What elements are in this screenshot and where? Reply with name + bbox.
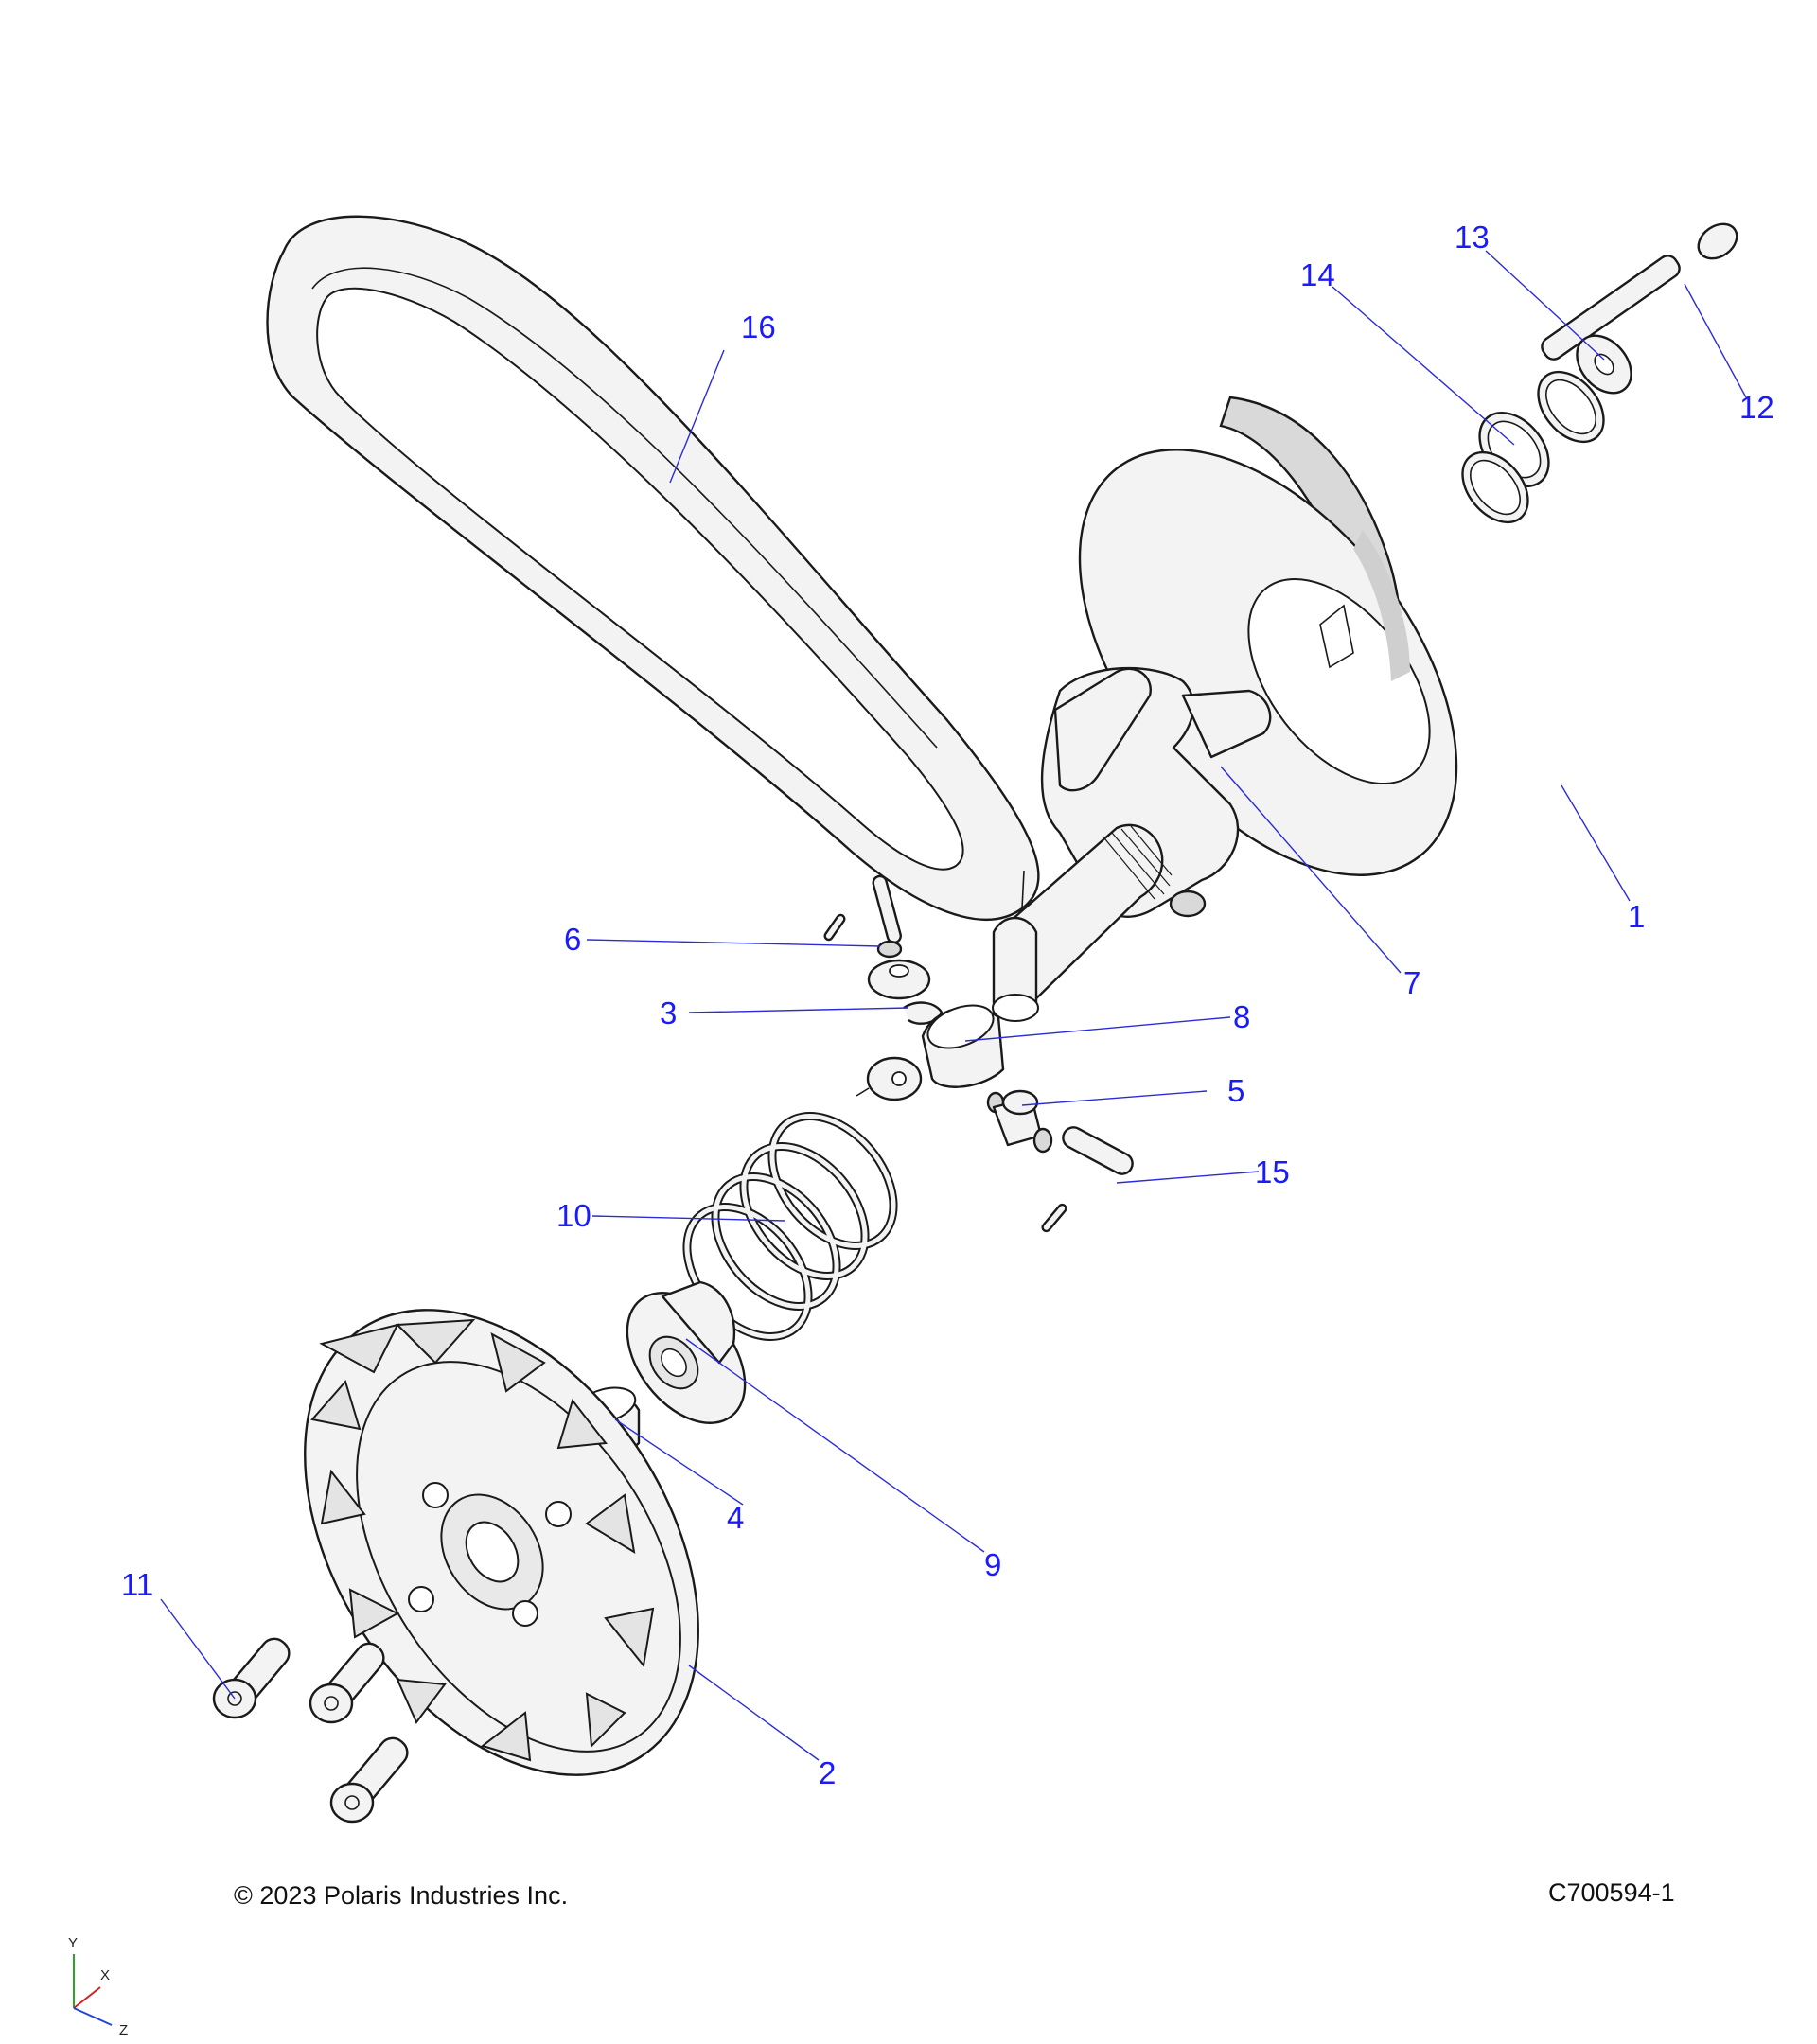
axis-triad: Y X Z — [68, 1935, 128, 2038]
leader-7 — [1220, 766, 1402, 974]
callout-16: 16 — [741, 309, 776, 344]
callout-15: 15 — [1255, 1154, 1290, 1189]
callout-14: 14 — [1300, 257, 1335, 292]
spider-hub — [992, 666, 1272, 1022]
leader-15 — [1116, 1171, 1260, 1184]
copyright-notice: © 2023 Polaris Industries Inc. — [234, 1881, 569, 1910]
callout-3: 3 — [660, 996, 677, 1031]
screws-11 — [212, 1637, 409, 1824]
callout-4: 4 — [727, 1500, 744, 1535]
washers-14 — [1461, 370, 1605, 524]
callout-2: 2 — [819, 1755, 836, 1790]
roller-upper — [867, 959, 931, 1000]
retaining-clip — [903, 1001, 944, 1025]
leader-16 — [669, 349, 725, 484]
leader-14 — [1332, 286, 1515, 446]
roller-lower — [856, 1056, 923, 1101]
pin-15 — [1041, 1126, 1134, 1233]
callout-8: 8 — [1233, 999, 1250, 1034]
spring-seat — [626, 1280, 747, 1424]
leader-lines — [160, 250, 1747, 1761]
x-axis-label: X — [100, 1967, 110, 1983]
leader-10 — [591, 1215, 786, 1222]
drawing-number: C700594-1 — [1548, 1878, 1675, 1907]
callout-10: 10 — [556, 1198, 591, 1233]
leader-9 — [685, 1338, 985, 1553]
callout-13: 13 — [1455, 220, 1490, 255]
leader-6 — [586, 939, 881, 947]
movable-sheave — [1078, 396, 1458, 876]
callout-12: 12 — [1739, 390, 1774, 425]
callout-1: 1 — [1628, 899, 1645, 934]
z-axis-label: Z — [119, 2022, 128, 2038]
y-axis-label: Y — [68, 1935, 78, 1951]
roller-pin — [823, 874, 903, 959]
washer-13 — [1576, 334, 1632, 395]
leader-12 — [1684, 283, 1747, 398]
drive-belt — [266, 215, 1040, 921]
callout-9: 9 — [984, 1547, 1001, 1582]
leader-3 — [688, 1007, 909, 1013]
leader-5 — [1021, 1090, 1208, 1106]
z-axis-line — [73, 2007, 113, 2026]
callout-7: 7 — [1403, 965, 1420, 1000]
bolt-12 — [1541, 222, 1738, 361]
x-axis-line — [73, 1986, 101, 2009]
roller-5 — [986, 1089, 1053, 1154]
stationary-sheave — [304, 1309, 699, 1776]
callout-6: 6 — [564, 922, 581, 957]
bushing-8 — [921, 1004, 1005, 1088]
leader-1 — [1561, 784, 1631, 902]
leader-8 — [964, 1016, 1231, 1042]
callout-11: 11 — [121, 1567, 153, 1602]
leader-2 — [688, 1665, 820, 1761]
callout-labels: 1 2 3 4 5 6 7 8 9 10 11 12 13 14 15 16 — [121, 220, 1774, 1790]
leader-4 — [614, 1418, 744, 1506]
callout-5: 5 — [1227, 1073, 1244, 1108]
leader-11 — [160, 1598, 236, 1700]
leader-13 — [1485, 250, 1605, 361]
